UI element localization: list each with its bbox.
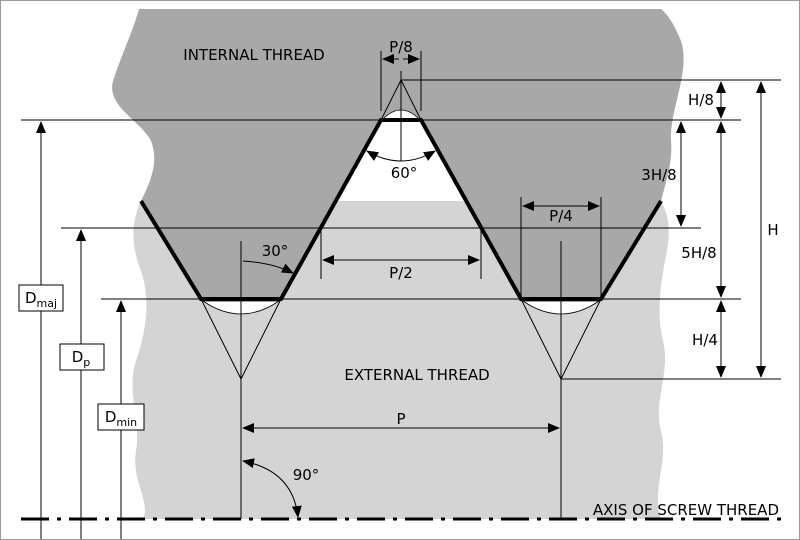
- dmin-base: D: [105, 408, 117, 426]
- apex-line-right-a: [520, 298, 562, 380]
- h8-label: H/8: [688, 91, 714, 109]
- angle-60-label: 60°: [391, 164, 418, 182]
- apex-line-top-a: [380, 79, 402, 121]
- apex-line-top-b: [400, 79, 422, 121]
- internal-thread-label: INTERNAL THREAD: [183, 46, 324, 64]
- apex-line-left-b: [240, 298, 282, 380]
- svg-text:Dp: Dp: [72, 348, 91, 369]
- dmaj-sub: maj: [37, 297, 58, 310]
- dmaj-label-box: Dmaj: [18, 284, 64, 312]
- dmin-sub: min: [116, 416, 137, 429]
- dmin-label-box: Dmin: [97, 403, 145, 431]
- dp-base: D: [72, 348, 84, 366]
- 3h8-label: 3H/8: [641, 166, 676, 184]
- p-label: P: [396, 410, 405, 428]
- external-thread-label: EXTERNAL THREAD: [344, 366, 489, 384]
- svg-text:Dmaj: Dmaj: [25, 289, 57, 310]
- apex-line-left-a: [200, 298, 242, 380]
- apex-line-right-b: [560, 298, 602, 380]
- angle-90-label: 90°: [293, 466, 320, 484]
- angle-30-arc: [242, 260, 294, 274]
- h-label: H: [767, 221, 778, 239]
- angle-30-label: 30°: [262, 242, 289, 260]
- internal-thread-region: [112, 9, 684, 299]
- p2-label: P/2: [389, 264, 413, 282]
- angle-90-arc: [242, 458, 302, 518]
- thread-profile-line: [139, 118, 663, 301]
- p8-label: P/8: [389, 38, 413, 56]
- dmaj-base: D: [25, 289, 37, 307]
- dp-label-box: Dp: [59, 343, 105, 371]
- h4-label: H/4: [692, 331, 718, 349]
- dp-sub: p: [83, 356, 90, 369]
- 5h8-label: 5H/8: [681, 244, 716, 262]
- angle-60-arc: [366, 150, 436, 162]
- svg-text:Dmin: Dmin: [105, 408, 137, 429]
- p4-label: P/4: [549, 207, 573, 225]
- axis-label: AXIS OF SCREW THREAD: [593, 501, 779, 519]
